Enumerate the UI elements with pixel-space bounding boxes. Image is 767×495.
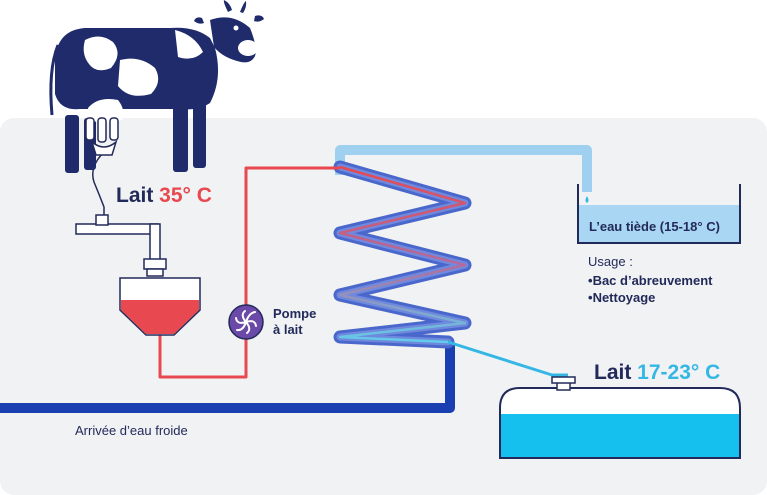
usage-item: Nettoyage	[588, 290, 656, 305]
pump-label-line2: à lait	[273, 322, 303, 337]
milk-collection-pipe	[75, 151, 167, 277]
lukewarm-water-tank	[577, 184, 741, 244]
warm-milk-pipe	[158, 166, 340, 379]
milk-out-label: Lait 17-23° C	[594, 361, 720, 385]
milk-filter-funnel	[119, 277, 201, 336]
cooled-milk-pipe	[447, 340, 568, 377]
milk-out-temp: 17-23° C	[637, 361, 721, 384]
milk-in-prefix: Lait	[116, 184, 160, 207]
usage-item: Bac d’abreuvement	[588, 273, 713, 288]
pump-label-line1: Pompe	[273, 306, 317, 321]
pump-icon	[228, 304, 264, 340]
water-drop-icon	[585, 196, 589, 203]
cold-inlet-label: Arrivée d’eau froide	[75, 423, 188, 438]
cow-icon	[49, 0, 264, 173]
milk-in-temp: 35° C	[159, 184, 212, 207]
milk-storage-tank	[499, 376, 741, 459]
milking-cluster-icon	[85, 117, 119, 156]
heat-exchanger-milk-line	[338, 165, 467, 344]
cold-water-inlet-pipe	[0, 343, 455, 413]
usage-title: Usage :	[588, 254, 633, 269]
milk-out-prefix: Lait	[594, 361, 638, 384]
warm-tank-label: L’eau tiède (15-18° C)	[589, 219, 720, 234]
milk-in-label: Lait 35° C	[116, 184, 212, 208]
pump-label: Pompe à lait	[273, 306, 316, 338]
